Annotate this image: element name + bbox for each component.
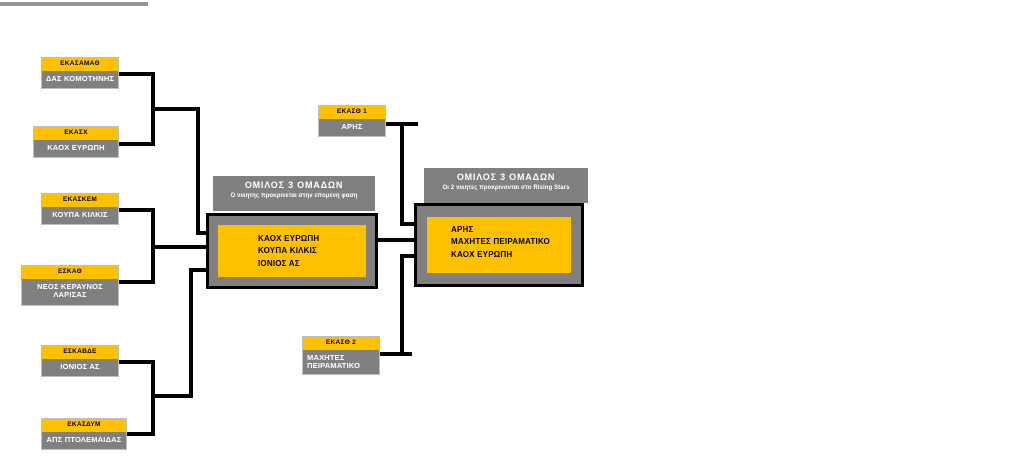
team-name-label: ΚΑΟΧ ΕΥΡΩΠΗ bbox=[47, 142, 105, 152]
connector-line bbox=[378, 238, 425, 242]
qualifier-name-line-2: ΠΕΙΡΑΜΑΤΙΚΟ bbox=[307, 361, 361, 371]
qualifier-card-aris: ΕΚΑΣΘ 1 ΑΡΗΣ bbox=[318, 105, 386, 138]
right-group-member: ΑΡΗΣ bbox=[451, 225, 474, 234]
team-association-label: ΕΚΑΣΔΥΜ bbox=[42, 419, 126, 432]
top-rule-decoration bbox=[0, 2, 148, 6]
qualifier-name-label: ΑΡΗΣ bbox=[341, 121, 363, 131]
team-name-label: ΚΟΥΠΑ ΚΙΛΚΙΣ bbox=[52, 209, 108, 219]
connector-line bbox=[119, 360, 155, 364]
middle-group-members-panel: ΚΑΟΧ ΕΥΡΩΠΗ ΚΟΥΠΑ ΚΙΛΚΙΣ ΙΟΝΙΟΣ ΑΣ bbox=[218, 225, 366, 277]
qualifier-association-label: ΕΚΑΣΘ 1 bbox=[319, 106, 385, 119]
team-name-label: ΑΠΣ ΠΤΟΛΕΜΑΙΔΑΣ bbox=[46, 434, 122, 444]
connector-line bbox=[400, 254, 404, 354]
middle-group-member: ΙΟΝΙΟΣ ΑΣ bbox=[258, 258, 300, 268]
team-name-label: ΙΟΝΙΟΣ ΑΣ bbox=[60, 361, 100, 371]
qualifier-association-label: ΕΚΑΣΘ 2 bbox=[303, 337, 379, 350]
middle-group-title-panel: ΟΜΙΛΟΣ 3 ΟΜΑΔΩΝ Ο νικητης προκρινεται στ… bbox=[213, 176, 375, 211]
connector-line bbox=[380, 352, 412, 356]
middle-group-title: ΟΜΙΛΟΣ 3 ΟΜΑΔΩΝ bbox=[244, 180, 344, 190]
connector-line bbox=[119, 142, 155, 146]
connector-line bbox=[127, 432, 155, 436]
team-card-3: ΕΚΑΣΚΕΜ ΚΟΥΠΑ ΚΙΛΚΙΣ bbox=[41, 193, 119, 226]
team-name-label: ΔΑΣ ΚΟΜΟΤΗΝΗΣ bbox=[45, 73, 115, 83]
team-association-label: ΕΣΚΑΘ bbox=[22, 266, 118, 279]
connector-line bbox=[196, 107, 200, 235]
connector-line bbox=[151, 394, 193, 398]
connector-line bbox=[400, 222, 425, 226]
team-card-5: ΕΣΚΑΒΔΕ ΙΟΝΙΟΣ ΑΣ bbox=[41, 345, 119, 378]
connector-line bbox=[189, 268, 193, 398]
right-group-members-panel: ΑΡΗΣ ΜΑΧΗΤΕΣ ΠΕΙΡΑΜΑΤΙΚΟ ΚΑΟΧ ΕΥΡΩΠΗ bbox=[427, 217, 571, 273]
team-card-2: ΕΚΑΣΧ ΚΑΟΧ ΕΥΡΩΠΗ bbox=[33, 126, 119, 159]
connector-line bbox=[400, 122, 404, 226]
middle-group-subtitle: Ο νικητης προκρινεται στην επομενη φαση bbox=[230, 192, 358, 199]
connector-line bbox=[400, 254, 425, 258]
connector-line bbox=[151, 107, 200, 111]
middle-group-box: ΚΑΟΧ ΕΥΡΩΠΗ ΚΟΥΠΑ ΚΙΛΚΙΣ ΙΟΝΙΟΣ ΑΣ bbox=[206, 213, 378, 289]
right-group-title-panel: ΟΜΙΛΟΣ 3 ΟΜΑΔΩΝ Οι 2 νικητες προκρινοντα… bbox=[424, 168, 588, 203]
connector-line bbox=[119, 280, 155, 284]
right-group-box: ΑΡΗΣ ΜΑΧΗΤΕΣ ΠΕΙΡΑΜΑΤΙΚΟ ΚΑΟΧ ΕΥΡΩΠΗ bbox=[414, 203, 584, 287]
qualifier-name-line-1: ΜΑΧΗΤΕΣ bbox=[307, 352, 345, 362]
team-association-label: ΕΚΑΣΑΜΑΘ bbox=[42, 58, 118, 71]
right-group-subtitle: Οι 2 νικητες προκρινονται στο Rising Sta… bbox=[442, 184, 570, 191]
right-group-member: ΚΑΟΧ ΕΥΡΩΠΗ bbox=[451, 249, 513, 259]
connector-line bbox=[151, 360, 155, 436]
right-group-title: ΟΜΙΛΟΣ 3 ΟΜΑΔΩΝ bbox=[456, 172, 556, 182]
middle-group-member: ΚΟΥΠΑ ΚΙΛΚΙΣ bbox=[258, 246, 318, 256]
team-card-6: ΕΚΑΣΔΥΜ ΑΠΣ ΠΤΟΛΕΜΑΙΔΑΣ bbox=[41, 418, 127, 451]
qualifier-card-machites: ΕΚΑΣΘ 2 ΜΑΧΗΤΕΣ ΠΕΙΡΑΜΑΤΙΚΟ bbox=[302, 336, 380, 375]
team-association-label: ΕΚΑΣΚΕΜ bbox=[42, 194, 118, 207]
connector-line bbox=[151, 245, 210, 249]
team-name-label: ΝΕΟΣ ΚΕΡΑΥΝΟΣ ΛΑΡΙΣΑΣ bbox=[37, 281, 103, 300]
team-association-label: ΕΣΚΑΒΔΕ bbox=[42, 346, 118, 359]
team-card-4: ΕΣΚΑΘ ΝΕΟΣ ΚΕΡΑΥΝΟΣ ΛΑΡΙΣΑΣ bbox=[21, 265, 119, 306]
right-group-member: ΜΑΧΗΤΕΣ ΠΕΙΡΑΜΑΤΙΚΟ bbox=[451, 237, 550, 247]
team-association-label: ΕΚΑΣΧ bbox=[34, 127, 118, 140]
connector-line bbox=[119, 72, 155, 76]
middle-group-member: ΚΑΟΧ ΕΥΡΩΠΗ bbox=[258, 234, 320, 243]
connector-line bbox=[119, 208, 155, 212]
team-card-1: ΕΚΑΣΑΜΑΘ ΔΑΣ ΚΟΜΟΤΗΝΗΣ bbox=[41, 57, 119, 90]
